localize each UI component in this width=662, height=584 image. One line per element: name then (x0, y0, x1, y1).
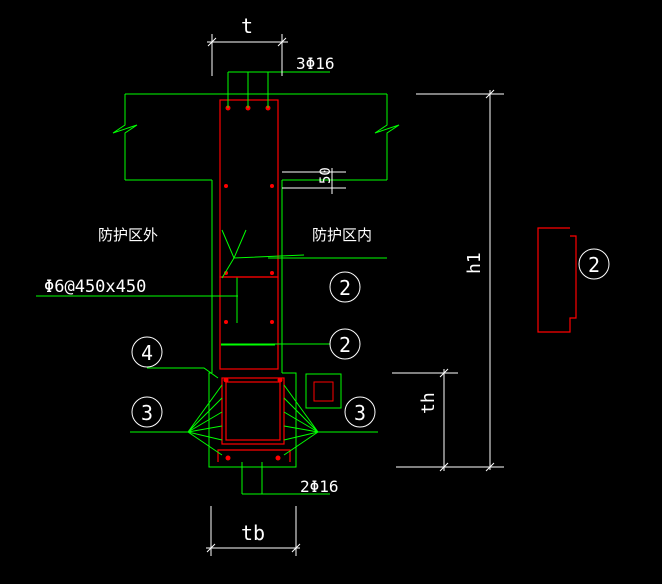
dim-50-label: 50 (318, 167, 334, 184)
callout-circle-3-left (131, 396, 163, 428)
callout-mark-3-right: 3 (354, 401, 366, 425)
rebar-dot (270, 271, 274, 275)
rebar-dot (225, 455, 231, 461)
rebar-group (217, 99, 577, 462)
main-stirrup-top (219, 99, 279, 278)
dimensions (206, 34, 504, 556)
main-stirrup-mid (219, 276, 279, 370)
callout-mark-2-detail: 2 (588, 253, 600, 277)
bottom-bar (217, 449, 291, 462)
callout-circle-4 (131, 336, 163, 368)
detail-box (305, 373, 342, 409)
leader-outside (221, 229, 235, 279)
dim-th-tick-bot (439, 462, 449, 472)
footing-stirrup (221, 377, 285, 445)
rebar-dots (223, 105, 283, 461)
rebar-dot (224, 320, 228, 324)
dim-t-tick-r (277, 37, 287, 47)
leaders (36, 71, 387, 495)
leader-3-left-fan (187, 384, 223, 456)
concrete-outline (112, 93, 400, 468)
dim-h1-label: h1 (464, 252, 485, 274)
callout-circle-3-right (344, 396, 376, 428)
leader-3-right-fan (283, 384, 319, 456)
rebar-dot (223, 377, 229, 383)
dim-tb-label: tb (241, 521, 265, 545)
callout-circle-2-right (329, 271, 361, 303)
dim-h1-tick-bot (485, 462, 495, 472)
dim-tb-tick-l (206, 543, 216, 553)
dim-h1-tick-top (485, 89, 495, 99)
callout-mark-2-right: 2 (339, 276, 351, 300)
callout-mark-2-mid: 2 (339, 333, 351, 357)
rebar-dot (275, 455, 281, 461)
dim-tb-tick-r (291, 543, 301, 553)
callout-circle-2-detail (578, 248, 610, 280)
rebar-dot (270, 320, 274, 324)
leader-4 (147, 367, 219, 379)
dim-t-label: t (241, 14, 253, 38)
inside-zone-label: 防护区内 (312, 226, 372, 244)
slab-right-break-line (374, 94, 400, 180)
callout-circle-2-mid (329, 328, 361, 360)
rebar-dot (224, 184, 228, 188)
dim-th-label: th (418, 392, 439, 414)
stirrup-spec-label: Φ6@450x450 (44, 277, 146, 297)
rebar-dot (270, 184, 274, 188)
rebar-dot (277, 377, 283, 383)
dim-th-tick-top (439, 368, 449, 378)
outside-zone-label: 防护区外 (98, 226, 158, 244)
footing-stirrup-inner (225, 381, 281, 441)
dim-t-tick-l (207, 37, 217, 47)
top-rebar-label: 3Φ16 (296, 54, 335, 73)
detail-rebar (537, 227, 577, 333)
bottom-rebar-label: 2Φ16 (300, 477, 339, 496)
callout-mark-3-left: 3 (141, 401, 153, 425)
rebar-dot (224, 271, 228, 275)
slab-left-break-line (112, 94, 138, 180)
footing-outline (208, 372, 297, 468)
callout-circles (131, 248, 610, 428)
detail-box-inner (313, 381, 334, 402)
leader-inside (233, 229, 305, 259)
callout-mark-4: 4 (141, 341, 153, 365)
